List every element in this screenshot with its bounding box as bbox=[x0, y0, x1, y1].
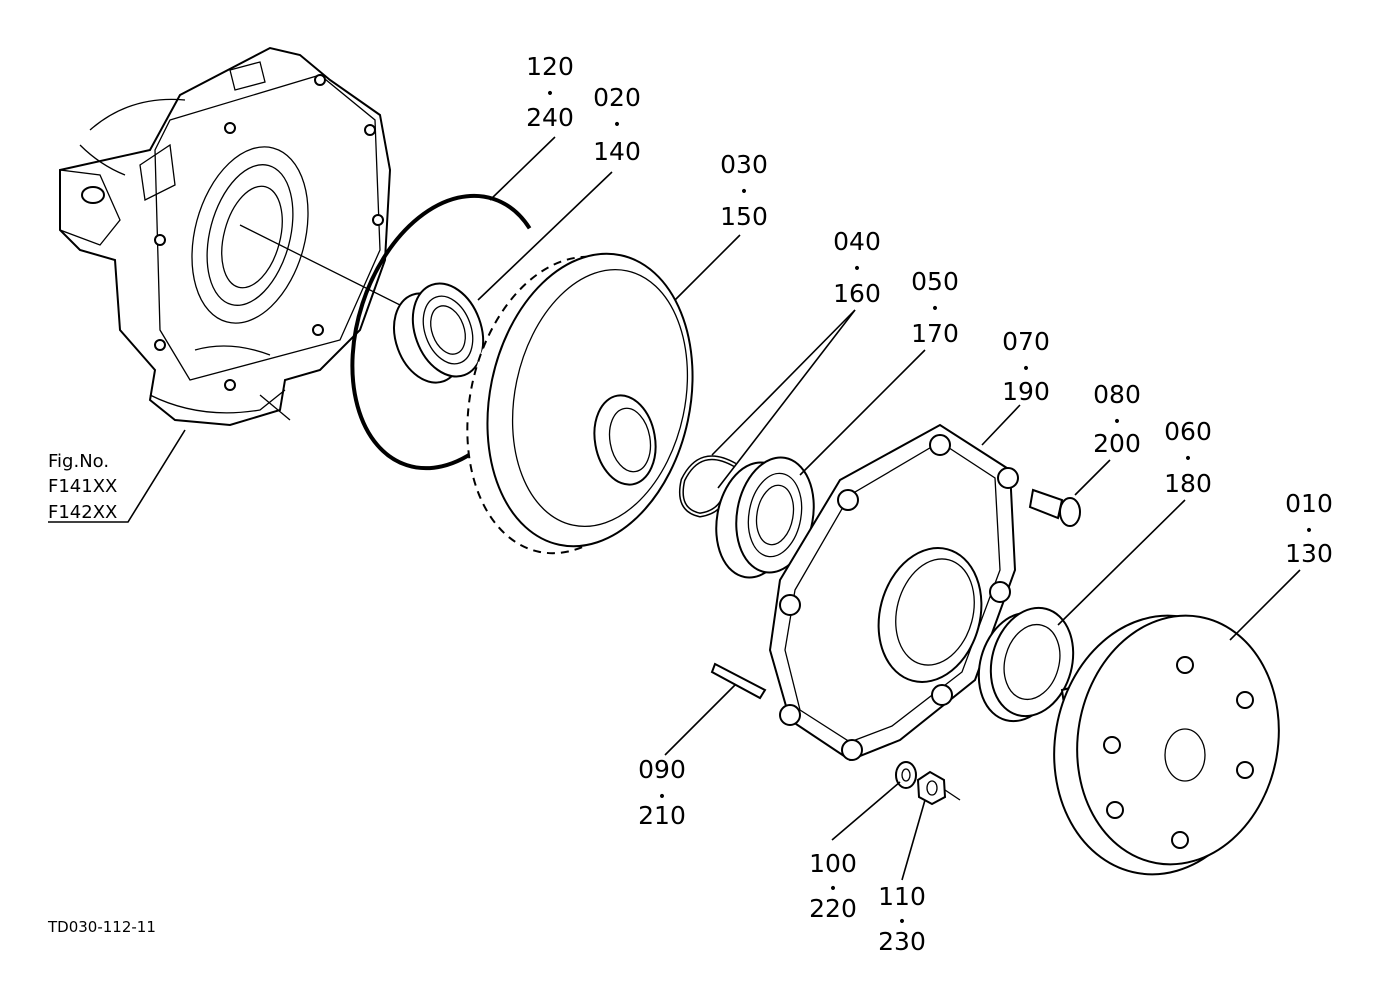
callout-090-dot: • bbox=[658, 789, 666, 805]
callout-040-160: 040 • 160 bbox=[833, 227, 881, 308]
callout-070-dot: • bbox=[1022, 361, 1030, 377]
callout-100-dot: • bbox=[829, 881, 837, 897]
callout-020-top: 020 bbox=[593, 83, 641, 112]
callout-040-top: 040 bbox=[833, 227, 881, 256]
nut bbox=[916, 770, 961, 806]
callout-110-top: 110 bbox=[878, 882, 926, 911]
fig-no-f141xx: F141XX bbox=[48, 476, 117, 497]
callout-030-bottom: 150 bbox=[720, 202, 768, 231]
callout-070-top: 070 bbox=[1002, 327, 1050, 356]
callout-040-bottom: 160 bbox=[833, 279, 881, 308]
callout-080-200: 080 • 200 bbox=[1093, 380, 1141, 458]
bearing-cover bbox=[768, 423, 1019, 762]
callout-100-220: 100 • 220 bbox=[809, 849, 857, 923]
washer bbox=[895, 761, 917, 789]
callout-060-bottom: 180 bbox=[1164, 469, 1212, 498]
spur-gear bbox=[466, 252, 694, 555]
callout-110-bottom: 230 bbox=[878, 927, 926, 956]
callout-070-190: 070 • 190 bbox=[1002, 327, 1050, 406]
callout-080-top: 080 bbox=[1093, 380, 1141, 409]
callout-060-dot: • bbox=[1184, 451, 1192, 467]
drawing-code: TD030-112-11 bbox=[47, 918, 156, 936]
fig-no-caption: Fig.No. bbox=[48, 451, 109, 472]
callout-030-150: 030 • 150 bbox=[720, 150, 768, 231]
callout-060-top: 060 bbox=[1164, 417, 1212, 446]
callout-070-bottom: 190 bbox=[1002, 377, 1050, 406]
callout-030-top: 030 bbox=[720, 150, 768, 179]
taper-bearing bbox=[715, 456, 815, 579]
callout-050-bottom: 170 bbox=[911, 319, 959, 348]
callout-020-bottom: 140 bbox=[593, 137, 641, 166]
callout-030-dot: • bbox=[740, 184, 748, 200]
callout-020-dot: • bbox=[613, 117, 621, 133]
figure-number-label: Fig.No. F141XX F142XX bbox=[48, 451, 117, 523]
callout-090-top: 090 bbox=[638, 755, 686, 784]
leader-lines bbox=[48, 136, 1301, 881]
callout-100-top: 100 bbox=[809, 849, 857, 878]
bolt bbox=[1028, 488, 1081, 527]
callout-120-top: 120 bbox=[526, 52, 574, 81]
axle-flange bbox=[1053, 614, 1280, 876]
callout-100-bottom: 220 bbox=[809, 894, 857, 923]
oil-seal bbox=[977, 606, 1075, 723]
callout-090-210: 090 • 210 bbox=[638, 755, 686, 830]
callout-010-top: 010 bbox=[1285, 489, 1333, 518]
callout-020-140: 020 • 140 bbox=[593, 83, 641, 166]
callout-080-bottom: 200 bbox=[1093, 429, 1141, 458]
callout-120-bottom: 240 bbox=[526, 103, 574, 132]
callout-110-dot: • bbox=[898, 914, 906, 930]
callout-040-dot: • bbox=[853, 261, 861, 277]
callout-090-bottom: 210 bbox=[638, 801, 686, 830]
callout-080-dot: • bbox=[1113, 414, 1121, 430]
callout-050-170: 050 • 170 bbox=[911, 267, 959, 348]
callout-010-dot: • bbox=[1305, 523, 1313, 539]
callout-050-dot: • bbox=[931, 301, 939, 317]
callout-010-bottom: 130 bbox=[1285, 539, 1333, 568]
axle-housing bbox=[59, 46, 392, 427]
ball-bearing bbox=[393, 282, 485, 384]
callout-010-130: 010 • 130 bbox=[1285, 489, 1333, 568]
callout-050-top: 050 bbox=[911, 267, 959, 296]
callout-060-180: 060 • 180 bbox=[1164, 417, 1212, 498]
callout-120-240: 120 • 240 bbox=[526, 52, 574, 132]
stud-bolt bbox=[710, 662, 767, 700]
circlip bbox=[678, 455, 737, 518]
callout-110-230: 110 • 230 bbox=[878, 882, 926, 956]
fig-no-f142xx: F142XX bbox=[48, 502, 117, 523]
callout-120-dot: • bbox=[546, 86, 554, 102]
